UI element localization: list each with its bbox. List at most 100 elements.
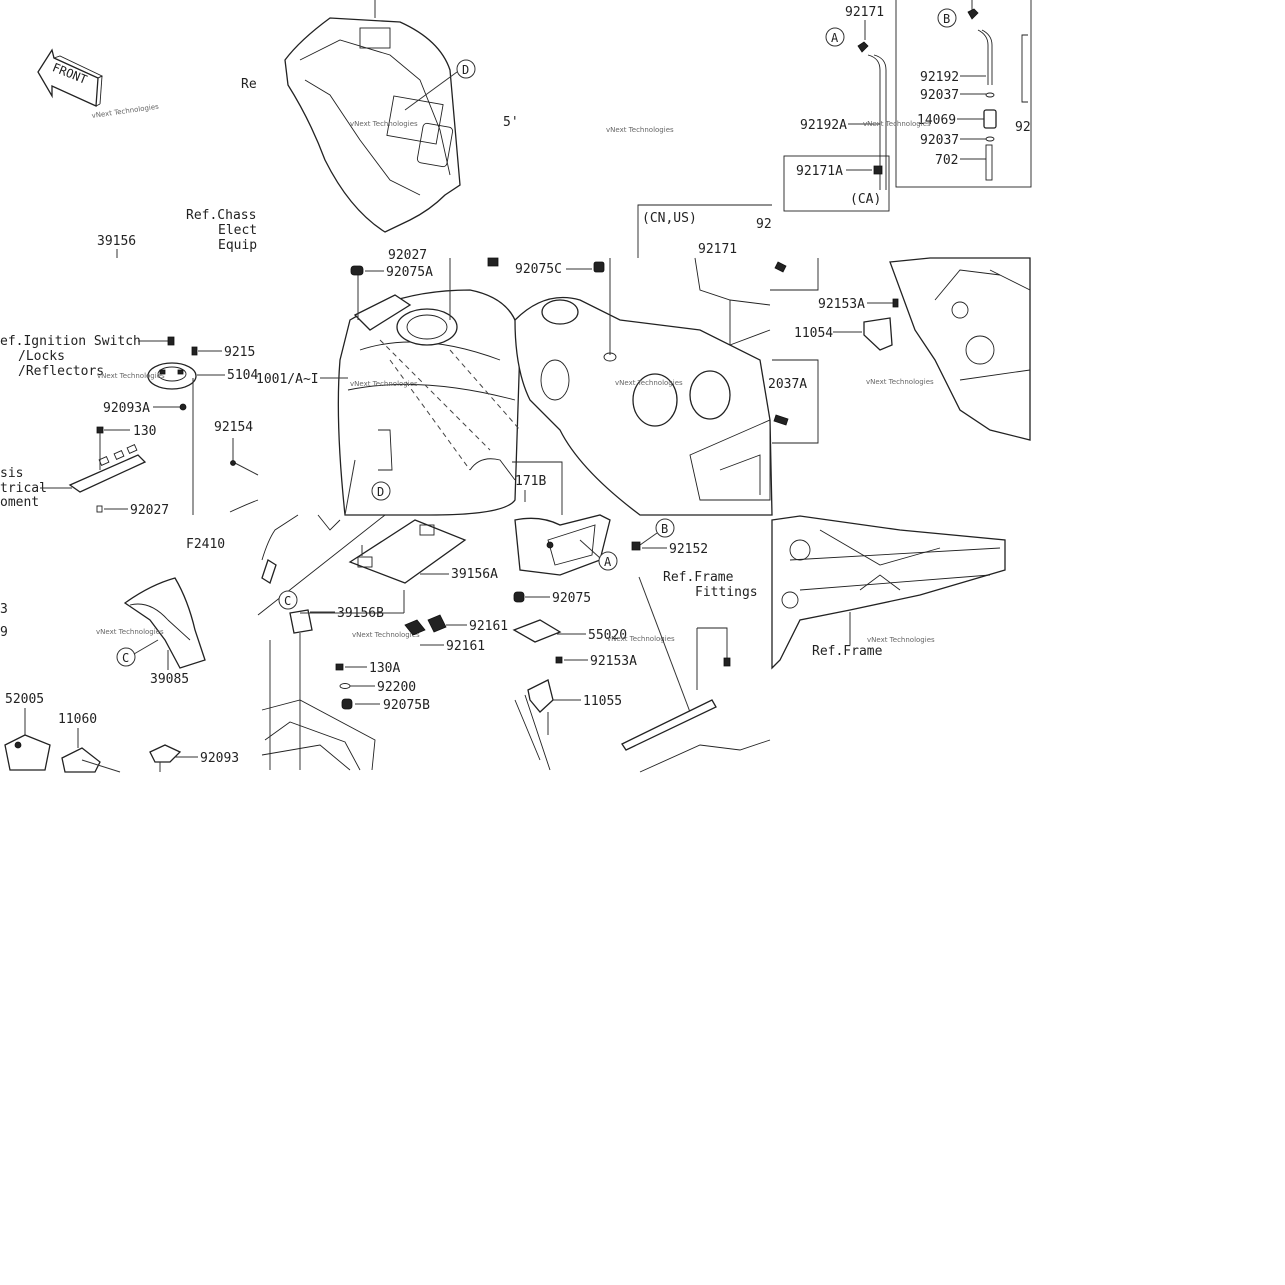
- part-11054: 11054: [794, 326, 833, 341]
- callout-c-mid: [278, 590, 298, 610]
- part-92171-top: 92171: [845, 5, 884, 20]
- part-92171-mid: 92171: [698, 242, 737, 257]
- frame-right-part: [889, 257, 1031, 441]
- part-92037-1: 92037: [920, 88, 959, 103]
- ref-electrical-line2: trical: [0, 481, 47, 496]
- watermark-6: vNext Technologies: [615, 379, 683, 387]
- region-ca: (CA): [850, 192, 881, 207]
- ref-ignition-line1: ef.Ignition Switch: [0, 334, 141, 349]
- watermark-4: vNext Technologies: [863, 120, 931, 128]
- part-92093a: 92093A: [103, 401, 150, 416]
- svg-text:C: C: [122, 651, 129, 665]
- part-9: 9: [0, 625, 8, 640]
- part-11055: 11055: [583, 694, 622, 709]
- part-702: 702: [935, 153, 958, 168]
- part-39156: 39156: [97, 234, 136, 249]
- callout-b-top: [937, 8, 957, 28]
- watermark-1: vNext Technologies: [91, 103, 159, 120]
- svg-text:A: A: [831, 31, 839, 45]
- part-92075c: 92075C: [515, 262, 562, 277]
- rear-frame-part: [771, 515, 1006, 670]
- callout-d-top: [456, 59, 476, 79]
- part-92-mid: 92: [756, 217, 772, 232]
- part-92192a: 92192A: [800, 118, 847, 133]
- watermark-5: vNext Technologies: [350, 380, 418, 388]
- ref-ignition-line2: /Locks: [18, 349, 65, 364]
- part-51: 5': [503, 115, 519, 130]
- watermark-2: vNext Technologies: [350, 120, 418, 128]
- part-92171a: 92171A: [796, 164, 843, 179]
- part-92037-2: 92037: [920, 133, 959, 148]
- svg-text:C: C: [284, 594, 291, 608]
- tank-rear-part: [514, 514, 611, 576]
- ref-frame-fittings-line2: Fittings: [695, 585, 758, 600]
- region-ca-box: [783, 155, 890, 212]
- seat-cowl-part: [284, 0, 461, 233]
- part-14069: 14069: [917, 113, 956, 128]
- pad-55020-part: [512, 619, 562, 643]
- fuel-tank-part: [337, 289, 521, 516]
- callout-c-left: [116, 647, 136, 667]
- figure-code: F2410: [186, 537, 225, 552]
- front-arrow-icon: FRONT: [37, 48, 104, 107]
- svg-text:A: A: [604, 555, 612, 569]
- part-52005: 52005: [5, 692, 44, 707]
- part-92037a: 2037A: [768, 377, 807, 392]
- watermark-3: vNext Technologies: [606, 126, 674, 134]
- tank-base-part: [261, 699, 376, 771]
- frame-part: [514, 258, 773, 516]
- part-92154: 92154: [214, 420, 253, 435]
- part-11060: 11060: [58, 712, 97, 727]
- part-92153a-2: 92153A: [590, 654, 637, 669]
- part-92075: 92075: [552, 591, 591, 606]
- part-130a: 130A: [369, 661, 400, 676]
- ref-frame-fittings-line1: Ref.Frame: [663, 570, 734, 585]
- pad-92093-part: [149, 744, 182, 763]
- part-92093: 92093: [200, 751, 239, 766]
- ref-chassis-line2: Elect: [218, 223, 257, 238]
- ref-chassis-line1: Ref.Chass: [186, 208, 256, 223]
- svg-text:B: B: [661, 522, 668, 536]
- bracket-part: [68, 444, 147, 493]
- part-130: 130: [133, 424, 156, 439]
- watermark-7: vNext Technologies: [866, 378, 934, 386]
- tank-pad-part: [123, 577, 206, 669]
- part-5104: 5104: [227, 368, 258, 383]
- part-92161-2: 92161: [446, 639, 485, 654]
- part-3: 3: [0, 602, 8, 617]
- part-39085: 39085: [150, 672, 189, 687]
- part-9215: 9215: [224, 345, 255, 360]
- watermark-10: vNext Technologies: [352, 631, 420, 639]
- region-cn-us: (CN,US): [642, 211, 697, 226]
- part-92200: 92200: [377, 680, 416, 695]
- part-92192: 92192: [920, 70, 959, 85]
- part-92027-bot: 92027: [130, 503, 169, 518]
- region-box-right: [895, 0, 1032, 188]
- ref-electrical-line1: sis: [0, 466, 23, 481]
- part-171b: 171B: [515, 474, 546, 489]
- part-55020: 55020: [588, 628, 627, 643]
- plate-39156b-part: [289, 609, 313, 634]
- ref-frame: Ref.Frame: [812, 644, 883, 659]
- ref-chassis-line3: Equip: [218, 238, 257, 253]
- plate-39156a-part: [348, 519, 467, 584]
- watermark-11: vNext Technologies: [607, 635, 675, 643]
- callout-a-bot: [598, 551, 618, 571]
- part-39156a: 39156A: [451, 567, 498, 582]
- callout-d-mid: [371, 481, 391, 501]
- part-92075b: 92075B: [383, 698, 430, 713]
- rail-part: [621, 699, 717, 751]
- ref-ignition-line3: /Reflectors: [18, 364, 104, 379]
- ref-re-label: Re: [241, 77, 257, 92]
- watermark-12: vNext Technologies: [867, 636, 935, 644]
- watermark-8: vNext Technologies: [97, 372, 165, 380]
- svg-text:D: D: [377, 485, 384, 499]
- watermark-9: vNext Technologies: [96, 628, 164, 636]
- ref-electrical-line3: oment: [0, 495, 39, 510]
- svg-text:D: D: [462, 63, 469, 77]
- svg-text:B: B: [943, 12, 950, 26]
- callout-b-bot: [655, 518, 675, 538]
- part-92153a-1: 92153A: [818, 297, 865, 312]
- callout-a-top: [825, 27, 845, 47]
